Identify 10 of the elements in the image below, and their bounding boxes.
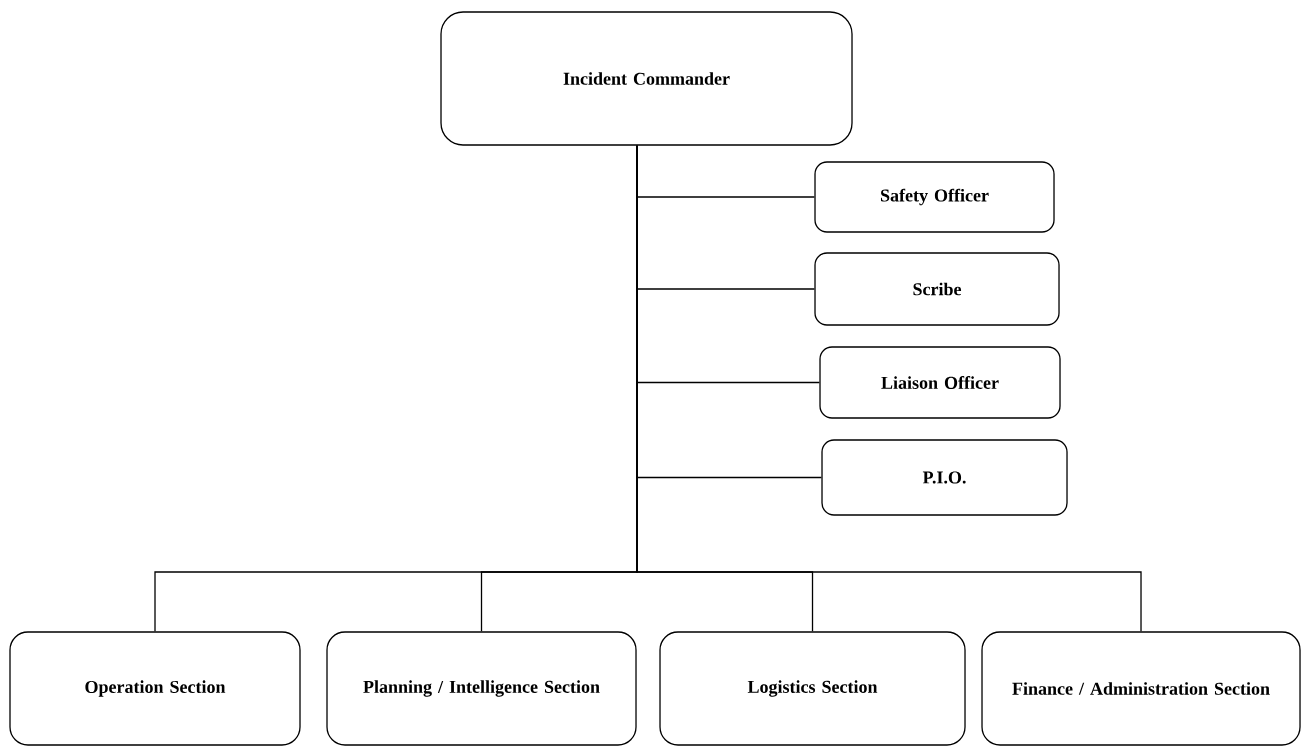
org-box: Scribe xyxy=(814,252,1060,326)
org-box: P.I.O. xyxy=(821,439,1068,516)
org-box: Liaison Officer xyxy=(819,346,1061,419)
org-box: Operation Section xyxy=(9,631,301,746)
org-box: Safety Officer xyxy=(814,161,1055,233)
org-box: Logistics Section xyxy=(659,631,966,746)
org-box: Finance / Administration Section xyxy=(981,631,1301,746)
org-box: Incident Commander xyxy=(440,11,853,146)
org-box: Planning / Intelligence Section xyxy=(326,631,637,746)
connector-line xyxy=(636,145,1142,632)
